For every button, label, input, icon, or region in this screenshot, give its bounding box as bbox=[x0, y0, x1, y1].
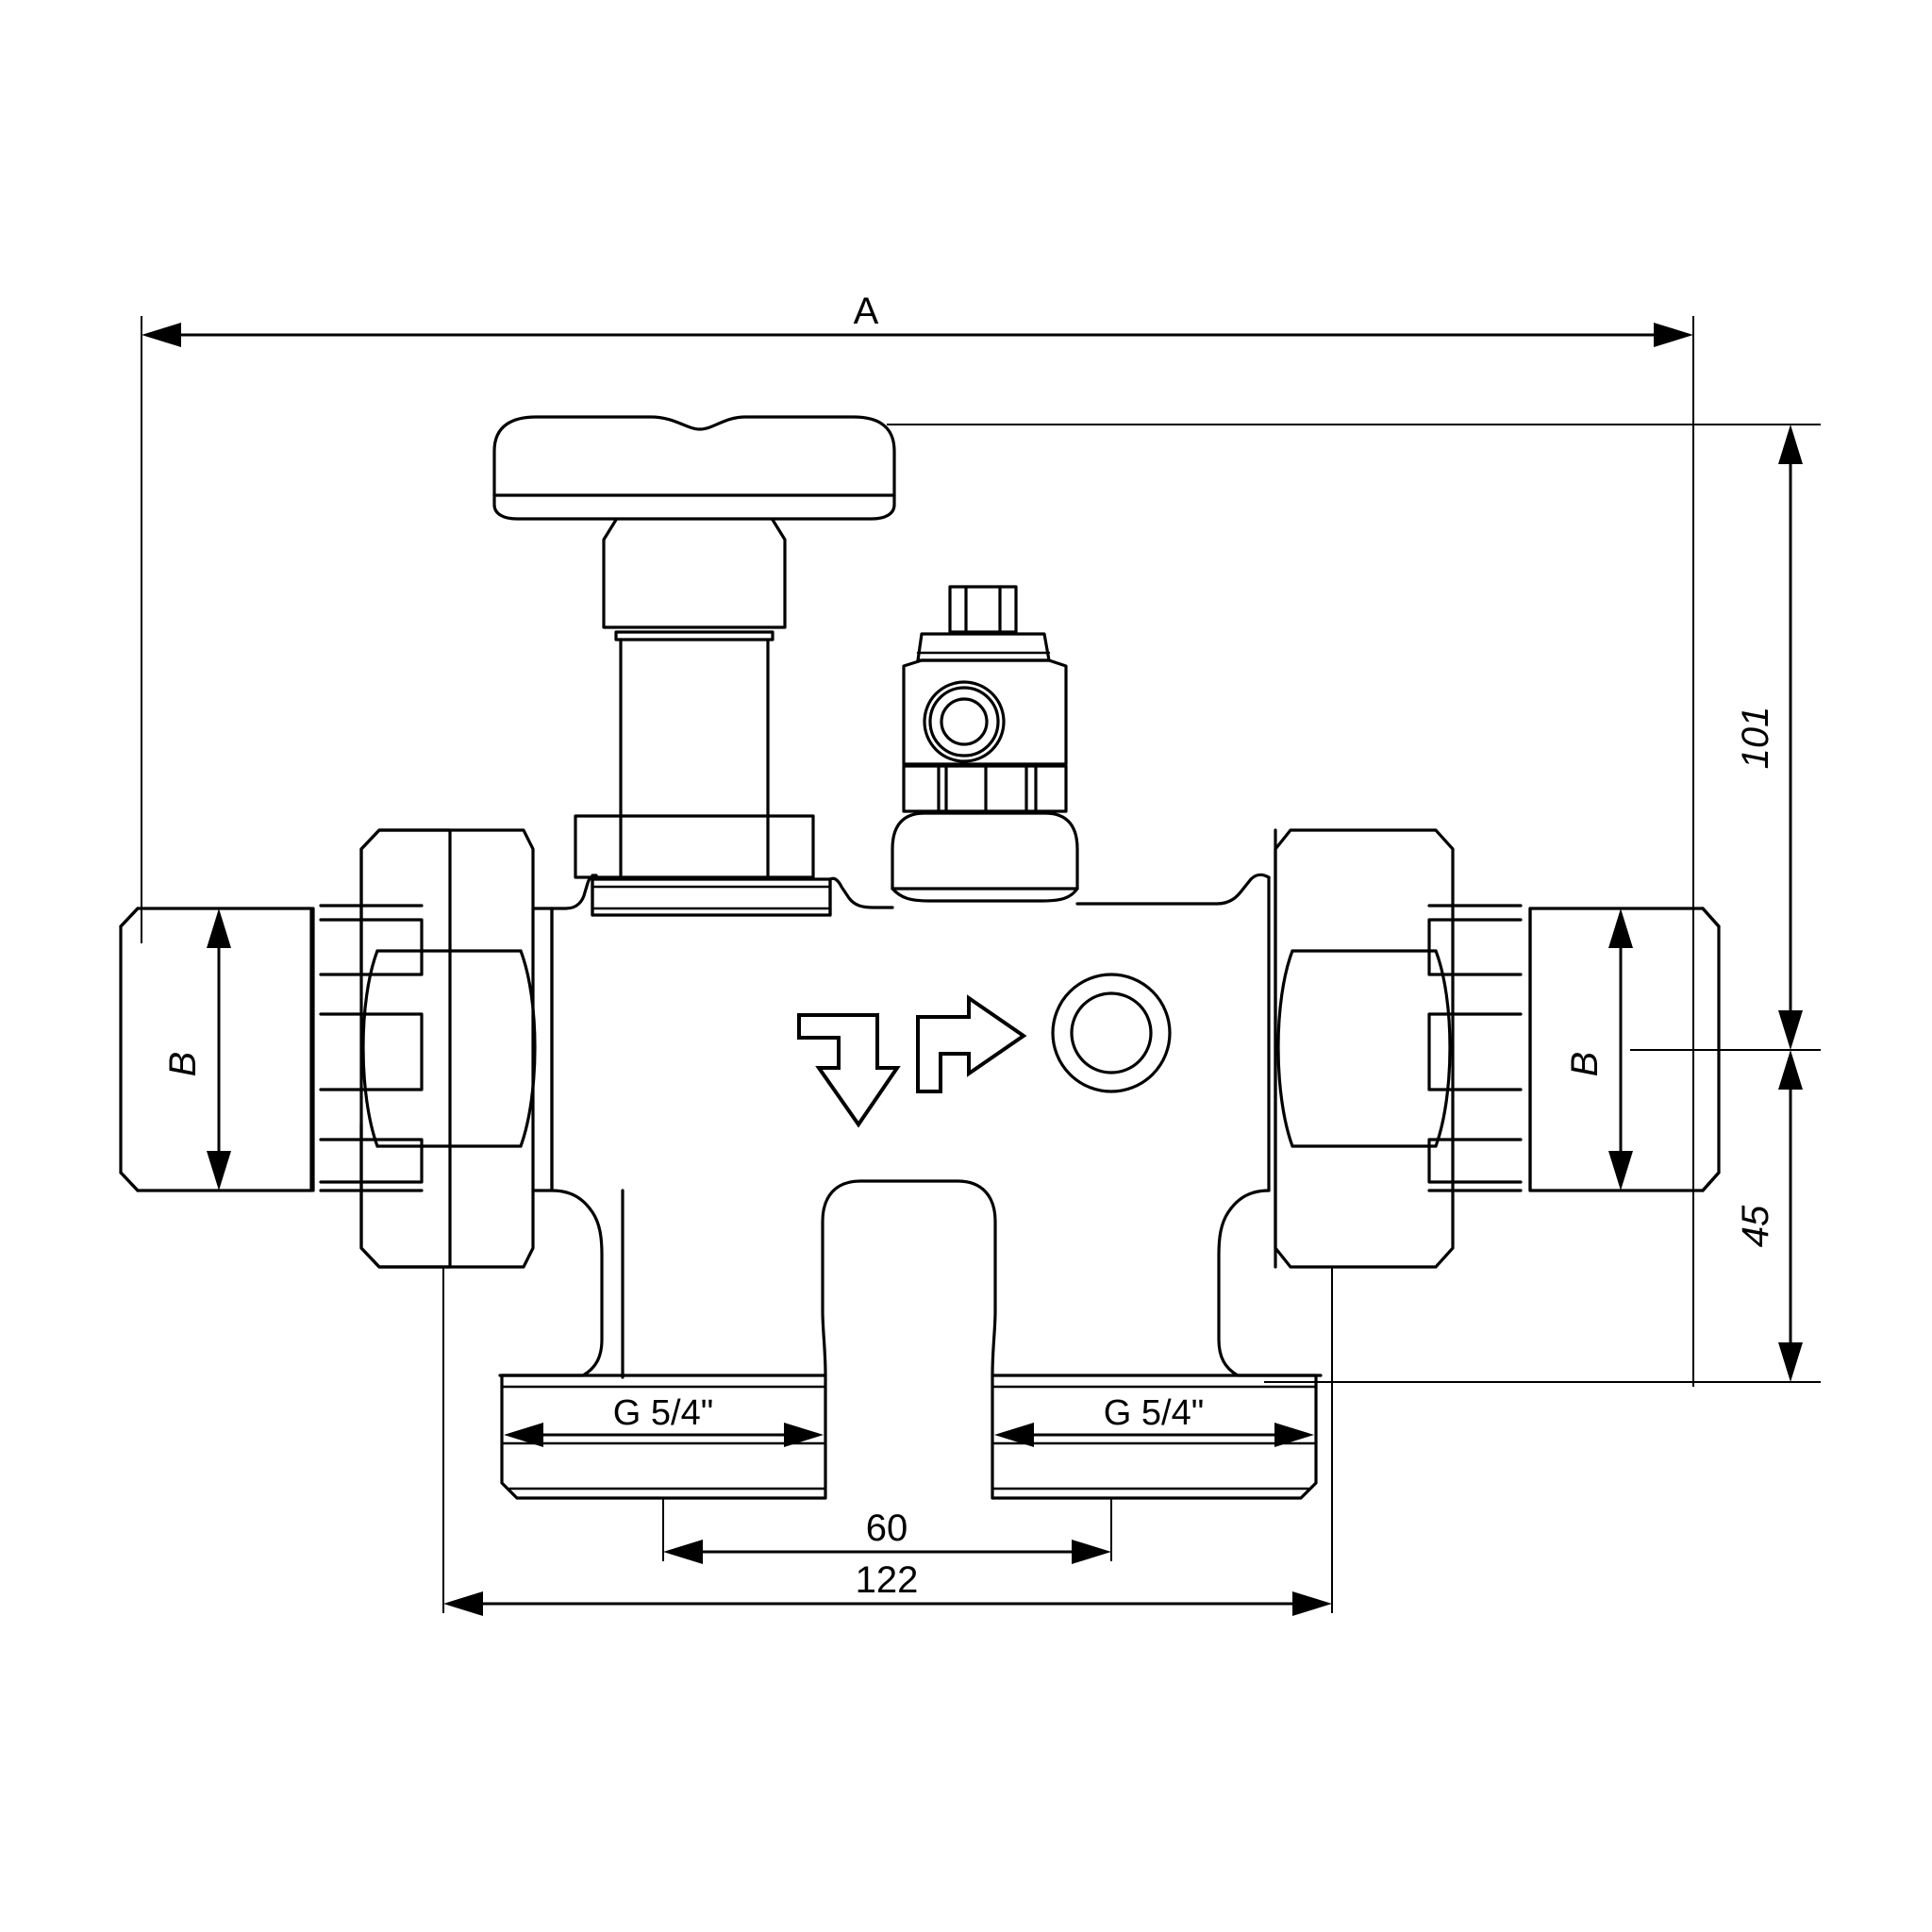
body-right-shoulder bbox=[1075, 873, 1271, 906]
flow-arrow-right-shape bbox=[916, 994, 1027, 1093]
right-threaded-flange: G 5/4" bbox=[991, 1189, 1323, 1500]
dim-label-A: A bbox=[854, 291, 879, 332]
right-pipe-connector bbox=[1427, 904, 1721, 1192]
arrow-right-thread-right bbox=[1274, 1423, 1314, 1447]
handwheel bbox=[492, 415, 896, 629]
left-endcap-chamfer-top bbox=[119, 907, 140, 928]
handwheel-hub bbox=[602, 518, 787, 629]
flow-arrow-down-shape bbox=[797, 1013, 901, 1128]
right-flange-block bbox=[991, 1374, 1318, 1500]
sight-glass-ring-inner bbox=[1070, 991, 1153, 1074]
arrow-bottom-right-B bbox=[1608, 1151, 1633, 1191]
arrow-top-101 bbox=[1778, 425, 1803, 464]
arrow-left-60 bbox=[663, 1540, 703, 1564]
right-nut-facet-left bbox=[1276, 949, 1294, 1148]
dimension-overall-height-101: 101 bbox=[887, 424, 1821, 1051]
arrow-top-left-B bbox=[207, 908, 231, 948]
thread-label-left: G 5/4" bbox=[613, 1393, 713, 1433]
arrow-left-thread-left bbox=[504, 1423, 543, 1447]
left-flange-neck-inner bbox=[498, 1189, 604, 1377]
right-union-nut bbox=[1274, 828, 1455, 1269]
arrow-right-122 bbox=[1292, 1591, 1332, 1616]
arrow-left-A bbox=[142, 323, 181, 347]
test-port-body bbox=[902, 658, 1068, 766]
right-endcap-chamfer-bottom bbox=[1701, 1171, 1721, 1192]
right-endcap-chamfer-top bbox=[1701, 907, 1721, 928]
arrow-bottom-45 bbox=[1778, 1342, 1803, 1382]
left-nut-facet-right bbox=[519, 949, 537, 1148]
arrow-right-A bbox=[1654, 323, 1693, 347]
body-center-saddle bbox=[821, 1179, 997, 1377]
dim-label-122: 122 bbox=[856, 1559, 919, 1601]
thread-label-right: G 5/4" bbox=[1104, 1393, 1204, 1433]
left-nut-hex-body bbox=[359, 828, 535, 1269]
left-union-nut bbox=[359, 828, 554, 1269]
body-left-shoulder bbox=[550, 874, 598, 917]
dimension-overall-width-A: A bbox=[141, 291, 1694, 1387]
arrow-right-thread-left bbox=[784, 1423, 824, 1447]
body-bonnet-to-port bbox=[828, 876, 894, 917]
sight-glass-ring-outer bbox=[1051, 973, 1172, 1093]
dimension-port-spacing-60: 60 bbox=[662, 1498, 1112, 1564]
flow-arrow-down bbox=[797, 1013, 901, 1128]
valve-body bbox=[550, 873, 1271, 1192]
left-thread-notch-2 bbox=[319, 1012, 424, 1091]
arrow-right-60 bbox=[1072, 1540, 1111, 1564]
dim-label-45: 45 bbox=[1735, 1205, 1776, 1247]
stem-collar-top bbox=[614, 630, 774, 641]
test-port-ring-middle bbox=[928, 686, 1000, 758]
center-saddle-outline bbox=[821, 1179, 997, 1377]
test-port-neck bbox=[916, 632, 1051, 662]
right-thread-notch-2 bbox=[1427, 1012, 1523, 1091]
dim-label-right-B: B bbox=[1564, 1052, 1606, 1077]
test-port-cap bbox=[948, 585, 1018, 634]
test-port-ring-outer bbox=[923, 680, 1006, 763]
bonnet-flange-plate bbox=[591, 877, 832, 917]
arrow-left-thread-right bbox=[994, 1423, 1034, 1447]
right-nut-facet-right bbox=[1434, 949, 1452, 1148]
arrow-bottom-101 bbox=[1778, 1010, 1803, 1050]
right-flange-neck-inner bbox=[1217, 1189, 1323, 1377]
dimension-right-port-B: B bbox=[1564, 908, 1633, 1191]
test-port-base-bottom bbox=[891, 887, 1079, 903]
left-flange-block bbox=[500, 1374, 827, 1500]
test-port-base bbox=[891, 811, 1079, 891]
flow-arrow-right bbox=[916, 994, 1027, 1093]
handwheel-cap bbox=[492, 415, 896, 497]
dimension-body-width-122: 122 bbox=[442, 1267, 1333, 1616]
dim-label-left-B: B bbox=[162, 1052, 204, 1077]
dimension-left-port-B: B bbox=[162, 908, 231, 1191]
stem-packing-nut bbox=[574, 814, 815, 879]
bonnet-flange bbox=[591, 877, 832, 917]
left-threaded-flange: G 5/4" bbox=[498, 1189, 827, 1500]
left-pipe-connector bbox=[119, 904, 424, 1192]
valve-stem bbox=[574, 630, 815, 879]
left-nut-facet-left bbox=[361, 949, 379, 1148]
test-port-hex-shoulder bbox=[902, 764, 1068, 813]
dim-label-60: 60 bbox=[866, 1507, 908, 1549]
test-port-ring-inner bbox=[940, 697, 989, 746]
dim-label-101: 101 bbox=[1735, 707, 1776, 770]
left-connector-endcap bbox=[119, 907, 313, 1192]
dimension-lower-height-45: 45 bbox=[1264, 1050, 1821, 1383]
arrow-top-45 bbox=[1778, 1050, 1803, 1090]
right-thread-notch-1 bbox=[1427, 918, 1523, 976]
right-thread-notch-3 bbox=[1427, 1138, 1523, 1184]
arrow-bottom-left-B bbox=[207, 1151, 231, 1191]
arrow-top-right-B bbox=[1608, 908, 1633, 948]
left-endcap-chamfer-bottom bbox=[119, 1171, 140, 1192]
left-thread-notch-3 bbox=[319, 1138, 424, 1184]
left-nut-outer-left bbox=[359, 828, 452, 1269]
test-port-assembly bbox=[891, 585, 1079, 903]
right-nut-hex-body bbox=[1274, 828, 1455, 1269]
arrow-left-122 bbox=[443, 1591, 483, 1616]
handwheel-rim bbox=[492, 493, 896, 521]
